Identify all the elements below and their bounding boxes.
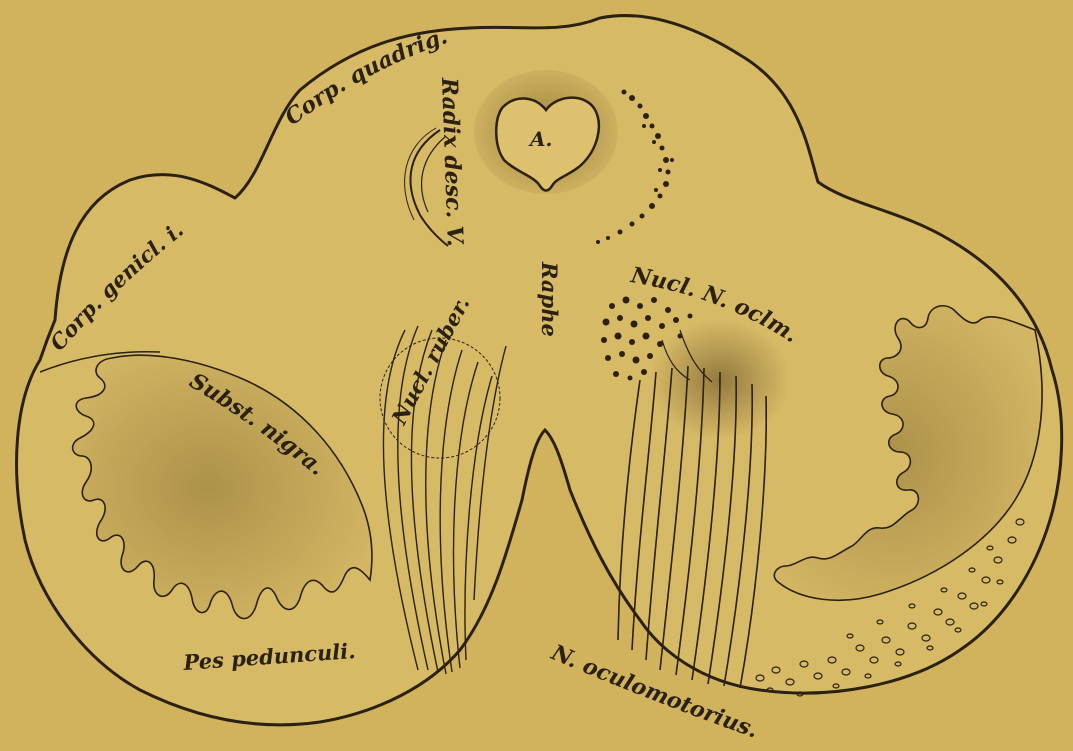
label-aqueduct: A. (528, 127, 552, 151)
label-raphe: Raphe (537, 261, 562, 337)
